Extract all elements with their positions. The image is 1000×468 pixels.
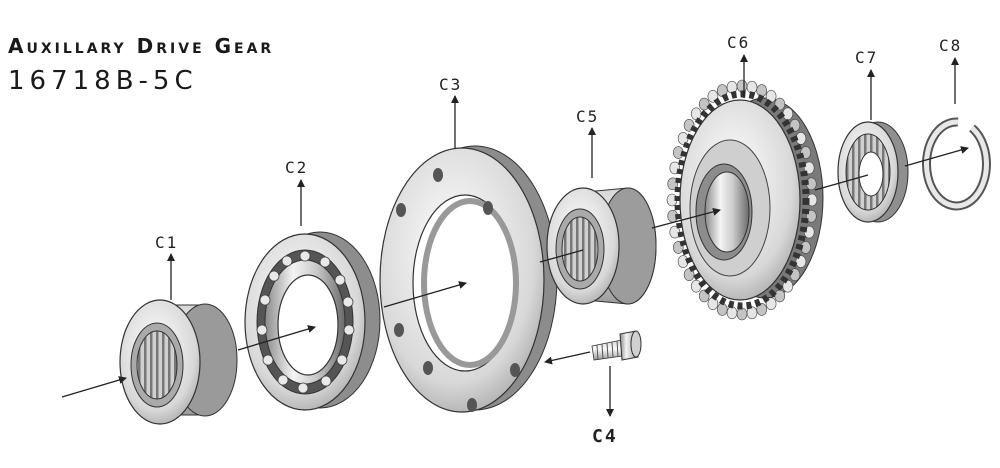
axis-arrow-c8: [904, 146, 969, 167]
gear-tooth: [736, 79, 748, 93]
gear-tooth: [690, 107, 702, 121]
gear-tooth: [736, 307, 748, 321]
label-c5: C5: [576, 107, 599, 126]
gear-tooth: [698, 97, 710, 111]
diagram-title: Auxillary Drive Gear: [8, 34, 275, 58]
gear-tooth: [726, 306, 738, 320]
part-number: 16718B-5C: [8, 66, 198, 96]
gear-tooth: [803, 161, 815, 175]
label-c6: C6: [727, 33, 750, 52]
c6-helical-gear: [666, 79, 824, 321]
gear-tooth: [746, 80, 758, 94]
c2-ball-bearing: [244, 231, 381, 411]
gear-tooth: [756, 303, 768, 316]
label-c8: C8: [939, 36, 962, 55]
gear-tooth: [716, 303, 728, 316]
gear-tooth: [774, 289, 786, 303]
gear-tooth: [756, 84, 768, 97]
gear-tooth: [707, 297, 719, 311]
axis-arrow-c6: [651, 207, 721, 229]
c4-bolt: [591, 330, 642, 361]
c1-bushing: [119, 299, 238, 425]
axis-arrow-c4: [544, 351, 591, 365]
gear-tooth: [782, 107, 794, 121]
label-c1: C1: [155, 233, 178, 252]
label-c7: C7: [855, 48, 878, 67]
c8-snap-ring: [921, 117, 991, 211]
axis-arrow-c3: [383, 281, 467, 308]
label-c2: C2: [285, 158, 308, 177]
c3-flange-plate: [379, 145, 558, 413]
assembly-axis: [61, 146, 969, 398]
c7-needle-bearing: [837, 121, 909, 223]
axis-line-c5: [539, 249, 584, 263]
label-c3: C3: [439, 75, 462, 94]
axis-line-c7: [814, 174, 869, 191]
axis-arrow-c2: [237, 325, 316, 351]
label-c4: C4: [592, 426, 618, 447]
gear-tooth: [716, 84, 728, 97]
gear-tooth: [690, 279, 702, 293]
axis-arrow-c1: [61, 376, 127, 398]
c5-hub: [546, 187, 657, 305]
